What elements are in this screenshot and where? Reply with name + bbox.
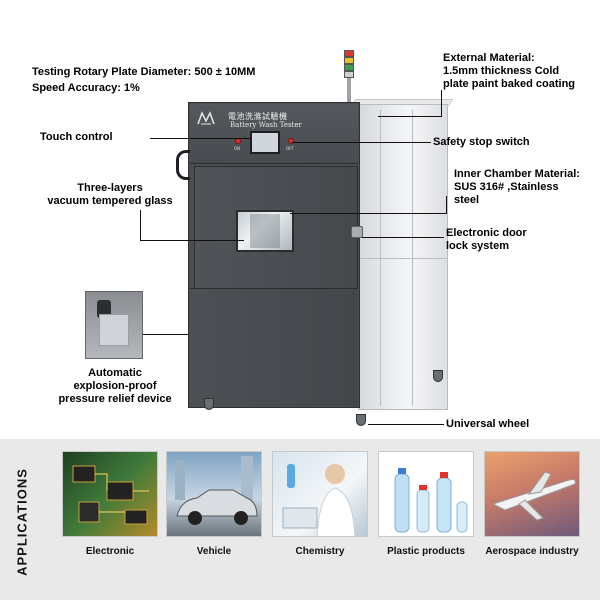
- relief-plate: [99, 314, 129, 346]
- external-material-callout: External Material: 1.5mm thickness Cold …: [443, 52, 576, 90]
- app-image-aerospace: [484, 451, 580, 537]
- rotary-plate-spec: Testing Rotary Plate Diameter: 500 ± 10M…: [32, 66, 256, 78]
- app-label-plastic: Plastic products: [387, 546, 465, 557]
- scientist-icon: [282, 464, 356, 536]
- wheel-icon: [204, 398, 214, 410]
- app-label-aerospace: Aerospace industry: [485, 546, 579, 557]
- door-lock-icon[interactable]: [351, 226, 363, 238]
- window-reflection: [250, 214, 280, 248]
- speed-accuracy-spec: Speed Accuracy: 1%: [32, 82, 140, 94]
- brand-logo-icon: [197, 111, 215, 125]
- car-icon: [175, 456, 258, 525]
- app-image-vehicle: [166, 451, 262, 537]
- viewing-window: [236, 210, 294, 252]
- tower-light-red: [344, 50, 354, 57]
- wheel-icon: [433, 370, 443, 382]
- applications-title: APPLICATIONS: [14, 468, 30, 576]
- safety-stop-button[interactable]: [288, 138, 294, 144]
- brand-name: 電池洗滌試驗機: [228, 112, 288, 121]
- explosion-proof-callout: Automatic explosion-proof pressure relie…: [58, 367, 172, 405]
- tempered-glass-callout: Three-layers vacuum tempered glass: [47, 182, 173, 207]
- door-lock-callout: Electronic door lock system: [446, 227, 527, 252]
- wheel-icon: [356, 414, 366, 426]
- safety-stop-label: OFF: [286, 146, 294, 151]
- app-image-electronic: [62, 451, 158, 537]
- touch-control-callout: Touch control: [40, 131, 113, 143]
- cabinet-lower-section: [190, 288, 358, 406]
- circuit-board-icon: [72, 465, 149, 525]
- airplane-icon: [491, 471, 576, 521]
- relief-valve-icon: [97, 300, 111, 318]
- side-seam: [360, 258, 448, 259]
- touch-screen[interactable]: [250, 131, 280, 154]
- drain-hose-icon: [176, 150, 190, 180]
- power-button-label: ON: [234, 146, 241, 151]
- tower-light-green: [344, 64, 354, 71]
- inner-chamber-callout: Inner Chamber Material: SUS 316# ,Stainl…: [454, 168, 580, 206]
- app-label-chemistry: Chemistry: [295, 546, 345, 557]
- tower-light-yellow: [344, 57, 354, 64]
- tower-pole: [347, 78, 351, 102]
- safety-stop-callout: Safety stop switch: [433, 136, 530, 148]
- cabinet-side: [358, 104, 448, 410]
- tower-light-base: [344, 71, 354, 78]
- universal-wheel-callout: Universal wheel: [446, 418, 530, 430]
- app-label-electronic: Electronic: [85, 546, 135, 557]
- app-label-vehicle: Vehicle: [196, 546, 232, 557]
- app-image-plastic: [378, 451, 474, 537]
- plastic-bottles-icon: [394, 468, 468, 533]
- app-image-chemistry: [272, 451, 368, 537]
- brand-subtitle: Battery Wash Tester: [230, 121, 302, 129]
- product-diagram: Testing Rotary Plate Diameter: 500 ± 10M…: [32, 50, 580, 430]
